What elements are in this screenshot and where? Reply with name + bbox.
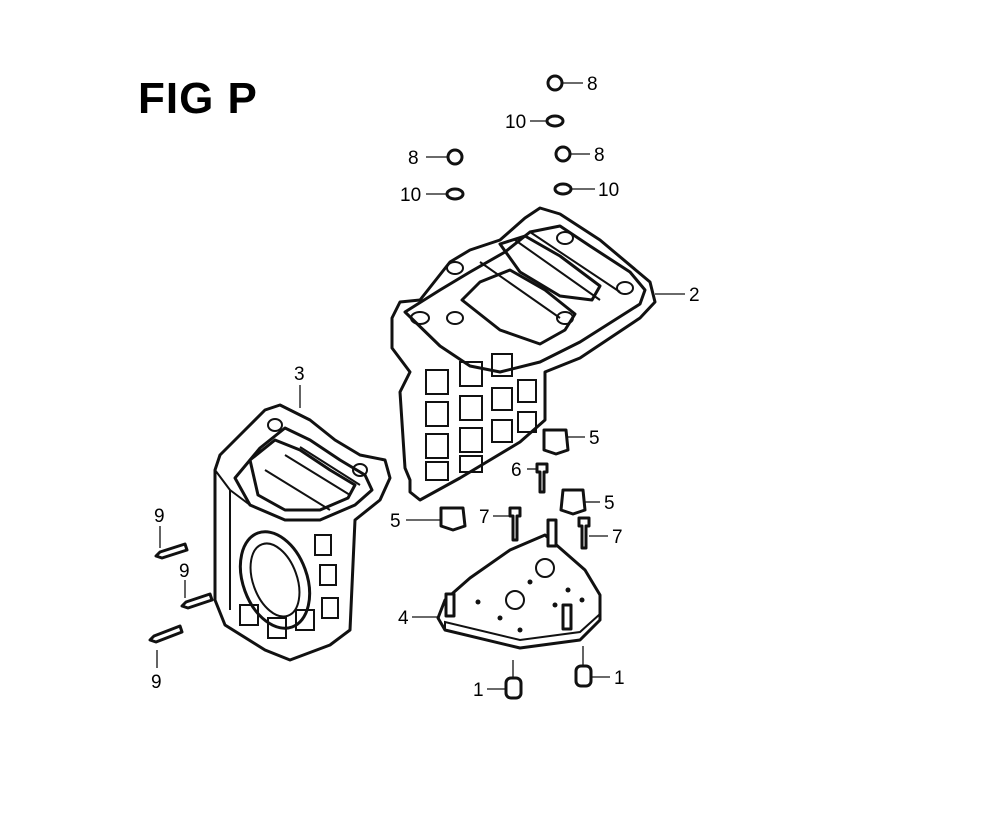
bolt-9b — [180, 592, 214, 610]
callout-10: 10 — [400, 185, 421, 206]
callout-5: 5 — [390, 511, 401, 532]
callout-8: 8 — [587, 74, 598, 95]
washer-10b — [445, 187, 465, 201]
callout-1: 1 — [473, 680, 484, 701]
callout-4: 4 — [398, 608, 409, 629]
nut-8b — [446, 148, 464, 166]
callout-6: 6 — [511, 460, 522, 481]
foot-1b — [574, 664, 593, 688]
callout-10: 10 — [505, 112, 526, 133]
leader-lines — [156, 82, 685, 690]
callout-3: 3 — [294, 364, 305, 385]
stud-b — [561, 603, 573, 631]
callout-10: 10 — [598, 180, 619, 201]
fasteners — [148, 74, 593, 700]
part-4-plate — [436, 533, 602, 650]
screw-7a — [508, 506, 522, 542]
nut-8c — [554, 145, 572, 163]
callout-9: 9 — [151, 672, 162, 693]
mount-5b — [559, 488, 587, 516]
callout-9: 9 — [154, 506, 165, 527]
callout-8: 8 — [594, 145, 605, 166]
figure-title: FIG P — [138, 74, 258, 123]
callouts: 8 10 8 10 8 10 2 3 5 6 5 5 7 7 9 9 9 4 1… — [151, 74, 700, 701]
part-2-bracket — [390, 206, 657, 502]
washer-10c — [553, 182, 573, 196]
part-3-block — [213, 403, 392, 662]
callout-7: 7 — [612, 527, 623, 548]
callout-5: 5 — [589, 428, 600, 449]
callout-9: 9 — [179, 561, 190, 582]
stud-a — [546, 518, 558, 548]
callout-5: 5 — [604, 493, 615, 514]
bolt-9c — [148, 624, 184, 644]
screw-7b — [577, 516, 591, 550]
washer-10a — [545, 114, 565, 128]
callout-1: 1 — [614, 668, 625, 689]
bracket-grid — [425, 353, 537, 481]
mount-5c — [439, 506, 467, 532]
bolt-9a — [154, 542, 189, 560]
stud-4 — [444, 592, 456, 618]
mount-5a — [542, 428, 570, 456]
callout-2: 2 — [689, 285, 700, 306]
callout-7: 7 — [479, 507, 490, 528]
screw-6 — [535, 462, 549, 494]
callout-8: 8 — [408, 148, 419, 169]
nut-8a — [546, 74, 564, 92]
foot-1a — [504, 676, 523, 700]
